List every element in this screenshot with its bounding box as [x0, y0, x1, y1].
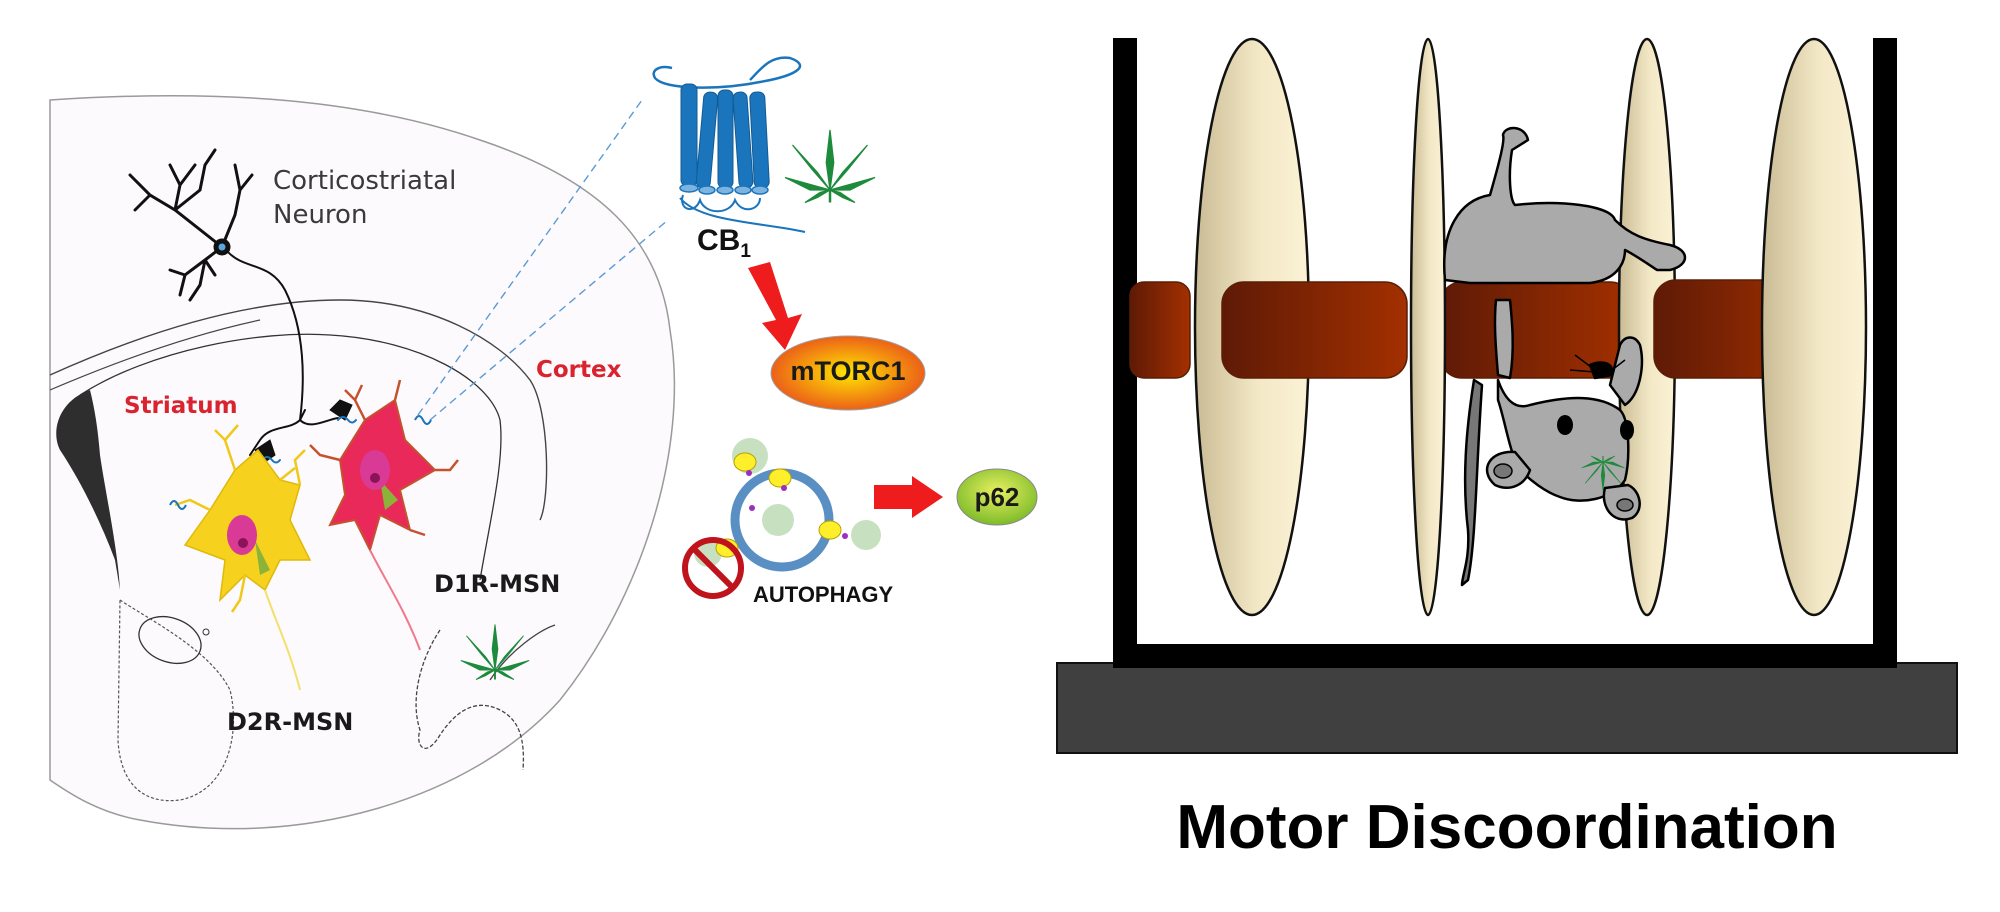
arrow-autophagy-to-p62 — [874, 476, 943, 518]
striatum-boundary — [79, 333, 502, 581]
rotarod-frame-right — [1873, 38, 1897, 668]
rod-segment — [1221, 281, 1408, 379]
corticostriatal-neuron-label: Corticostriatal Neuron — [273, 164, 456, 232]
d2-msn-neuron-icon — [169, 424, 312, 691]
p62-label: p62 — [974, 482, 1020, 512]
rotarod-frame-bottom — [1113, 644, 1897, 668]
mouse-body — [1442, 126, 1687, 285]
olfactory-tubercle — [415, 629, 525, 771]
d2r-msn-label: D2R-MSN — [227, 708, 354, 736]
neuron-label-line1: Corticostriatal — [273, 166, 457, 196]
anterior-commissure-region — [117, 598, 235, 802]
cb1-receptor-icon — [652, 56, 806, 233]
rotarod-apparatus — [1056, 37, 1958, 754]
p62-node — [956, 468, 1038, 526]
neuron-label-line2: Neuron — [273, 200, 368, 230]
cb1-label: CB1 — [697, 224, 751, 263]
cannabis-leaf-icon — [783, 128, 877, 204]
cb1-label-text: CB — [697, 224, 741, 257]
mouse-eye — [1620, 420, 1634, 440]
rod-segment — [1129, 281, 1191, 379]
mtorc1-label: mTORC1 — [790, 356, 906, 386]
striatum-label: Striatum — [124, 393, 238, 419]
corticostriatal-neuron-icon — [128, 148, 357, 464]
d1r-msn-label: D1R-MSN — [434, 570, 561, 598]
mouse-arm-right — [1608, 336, 1644, 407]
cb1-subscript: 1 — [740, 241, 751, 262]
mouse-eye — [1557, 415, 1573, 435]
corpus-callosum-outer — [49, 299, 548, 521]
autophagosome-icon — [694, 438, 881, 572]
mouse-nose — [1588, 361, 1614, 380]
divider-disc — [1409, 37, 1447, 617]
lateral-ventricle — [56, 390, 120, 590]
inhibition-sign-icon — [682, 537, 744, 599]
autophagy-label: AUTOPHAGY — [753, 582, 894, 607]
divider-disc — [1760, 37, 1868, 617]
cortex-label: Cortex — [536, 357, 622, 383]
anterior-commissure — [138, 615, 202, 665]
rotarod-base — [1056, 662, 1958, 754]
mouse-tail — [1460, 378, 1484, 587]
mouse-arm — [1493, 298, 1514, 380]
corpus-callosum-inner — [49, 319, 261, 391]
motor-discoordination-title: Motor Discoordination — [1176, 793, 1838, 862]
d1-msn-neuron-icon — [309, 379, 459, 651]
mtorc1-node — [770, 335, 926, 411]
arrow-cb1-to-mtorc1 — [748, 262, 802, 350]
